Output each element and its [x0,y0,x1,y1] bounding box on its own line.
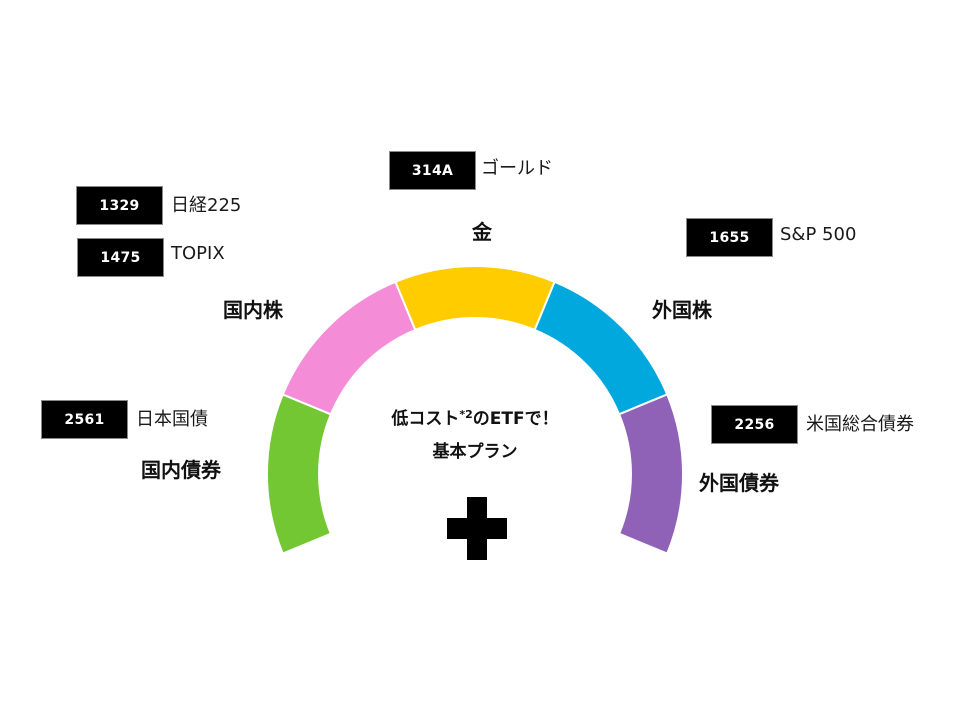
category-label-domestic-stocks: 国内株 [223,298,283,322]
plus-icon [447,497,507,560]
etf-code-badge: 2256 [711,405,798,444]
etf-name: 日本国債 [136,409,208,430]
etf-code-badge: 1475 [77,238,164,277]
etf-name: TOPIX [171,243,225,264]
category-label-foreign-stocks: 外国株 [652,298,712,322]
etf-name: 米国総合債券 [806,414,914,435]
etf-name: 日経225 [171,195,242,216]
etf-code-badge: 2561 [41,400,128,439]
center-caption-line1: 低コスト*2のETFで！ [391,408,559,429]
arc-segment-domestic-stocks [281,280,417,416]
etf-code-badge: 1655 [686,218,773,257]
arc-segment-foreign-stocks [533,280,669,416]
footnote-marker: *2 [459,408,473,421]
arc-segment-gold [394,264,556,332]
etf-name: S&P 500 [780,224,857,245]
arc-segment-foreign-bonds [617,393,685,555]
category-label-foreign-bonds: 外国債券 [699,471,779,495]
category-label-domestic-bonds: 国内債券 [141,458,221,482]
etf-name: ゴールド [481,158,553,179]
category-label-gold: 金 [472,220,492,244]
center-caption: 低コスト*2のETFで！ 基本プラン [355,398,595,469]
etf-code-badge: 1329 [76,186,163,225]
arc-segment-domestic-bonds [265,393,333,555]
etf-code-badge: 314A [389,151,476,190]
center-caption-line2: 基本プラン [432,442,518,462]
